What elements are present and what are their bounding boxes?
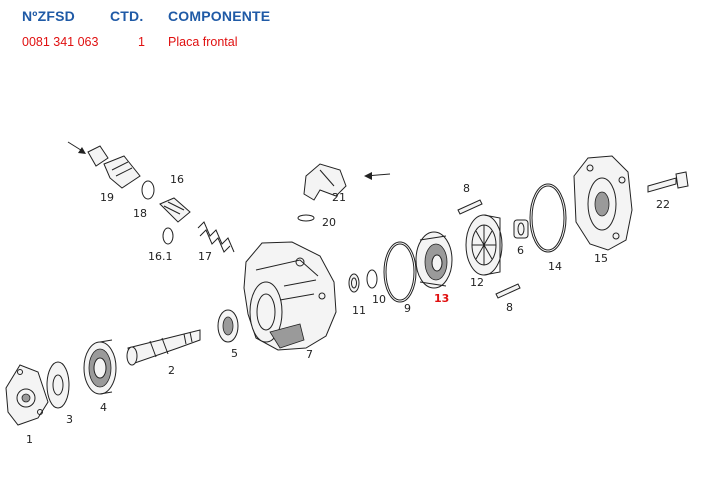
label-18: 18 bbox=[133, 207, 147, 220]
part-16-1-ring bbox=[162, 227, 174, 245]
part-7-housing bbox=[243, 241, 337, 351]
label-8-upper: 8 bbox=[463, 182, 470, 195]
label-15: 15 bbox=[594, 252, 608, 265]
part-12-cam-ring bbox=[465, 214, 503, 276]
label-21: 21 bbox=[332, 191, 346, 204]
inlet-arrow bbox=[67, 141, 86, 154]
part-15-rear-housing bbox=[573, 155, 633, 251]
part-13-front-plate bbox=[415, 231, 453, 289]
label-17: 17 bbox=[198, 250, 212, 263]
label-10: 10 bbox=[372, 293, 386, 306]
header-part-number: NºZFSD bbox=[22, 8, 75, 24]
part-8-pin-upper bbox=[457, 199, 483, 215]
label-5: 5 bbox=[231, 347, 238, 360]
label-13: 13 bbox=[434, 292, 449, 305]
part-9-oring bbox=[383, 241, 417, 303]
label-16-1: 16.1 bbox=[148, 250, 173, 263]
label-22: 22 bbox=[656, 198, 670, 211]
part-6-sleeve bbox=[513, 219, 529, 239]
label-14: 14 bbox=[548, 260, 562, 273]
label-16: 16 bbox=[170, 173, 184, 186]
part-11-ring bbox=[348, 273, 360, 293]
part-17-spring bbox=[197, 221, 235, 253]
part-18-oring bbox=[141, 180, 155, 200]
label-20: 20 bbox=[322, 216, 336, 229]
part-22-bolt bbox=[647, 171, 689, 193]
label-7: 7 bbox=[306, 348, 313, 361]
label-2: 2 bbox=[168, 364, 175, 377]
part-19-fitting bbox=[87, 145, 141, 189]
part-4-bearing bbox=[83, 339, 117, 395]
header-quantity: CTD. bbox=[110, 8, 144, 24]
part-20-washer bbox=[297, 214, 315, 222]
part-8-pin-lower bbox=[495, 283, 521, 299]
label-8-lower: 8 bbox=[506, 301, 513, 314]
part-16-valve bbox=[159, 197, 191, 223]
part-14-oring bbox=[529, 183, 567, 253]
header-component: COMPONENTE bbox=[168, 8, 271, 24]
label-11: 11 bbox=[352, 304, 366, 317]
label-19: 19 bbox=[100, 191, 114, 204]
label-9: 9 bbox=[404, 302, 411, 315]
row-part-number: 0081 341 063 bbox=[22, 35, 99, 49]
label-3: 3 bbox=[66, 413, 73, 426]
label-4: 4 bbox=[100, 401, 107, 414]
part-3-washer bbox=[46, 361, 70, 409]
part-21-elbow bbox=[303, 163, 347, 201]
label-12: 12 bbox=[470, 276, 484, 289]
part-1-flange bbox=[5, 364, 49, 426]
label-6: 6 bbox=[517, 244, 524, 257]
part-10-ring bbox=[366, 269, 378, 289]
label-1: 1 bbox=[26, 433, 33, 446]
part-2-shaft bbox=[126, 329, 201, 366]
outlet-arrow bbox=[364, 172, 391, 180]
row-component: Placa frontal bbox=[168, 35, 238, 49]
row-quantity: 1 bbox=[138, 35, 145, 49]
part-5-seal bbox=[217, 309, 239, 343]
